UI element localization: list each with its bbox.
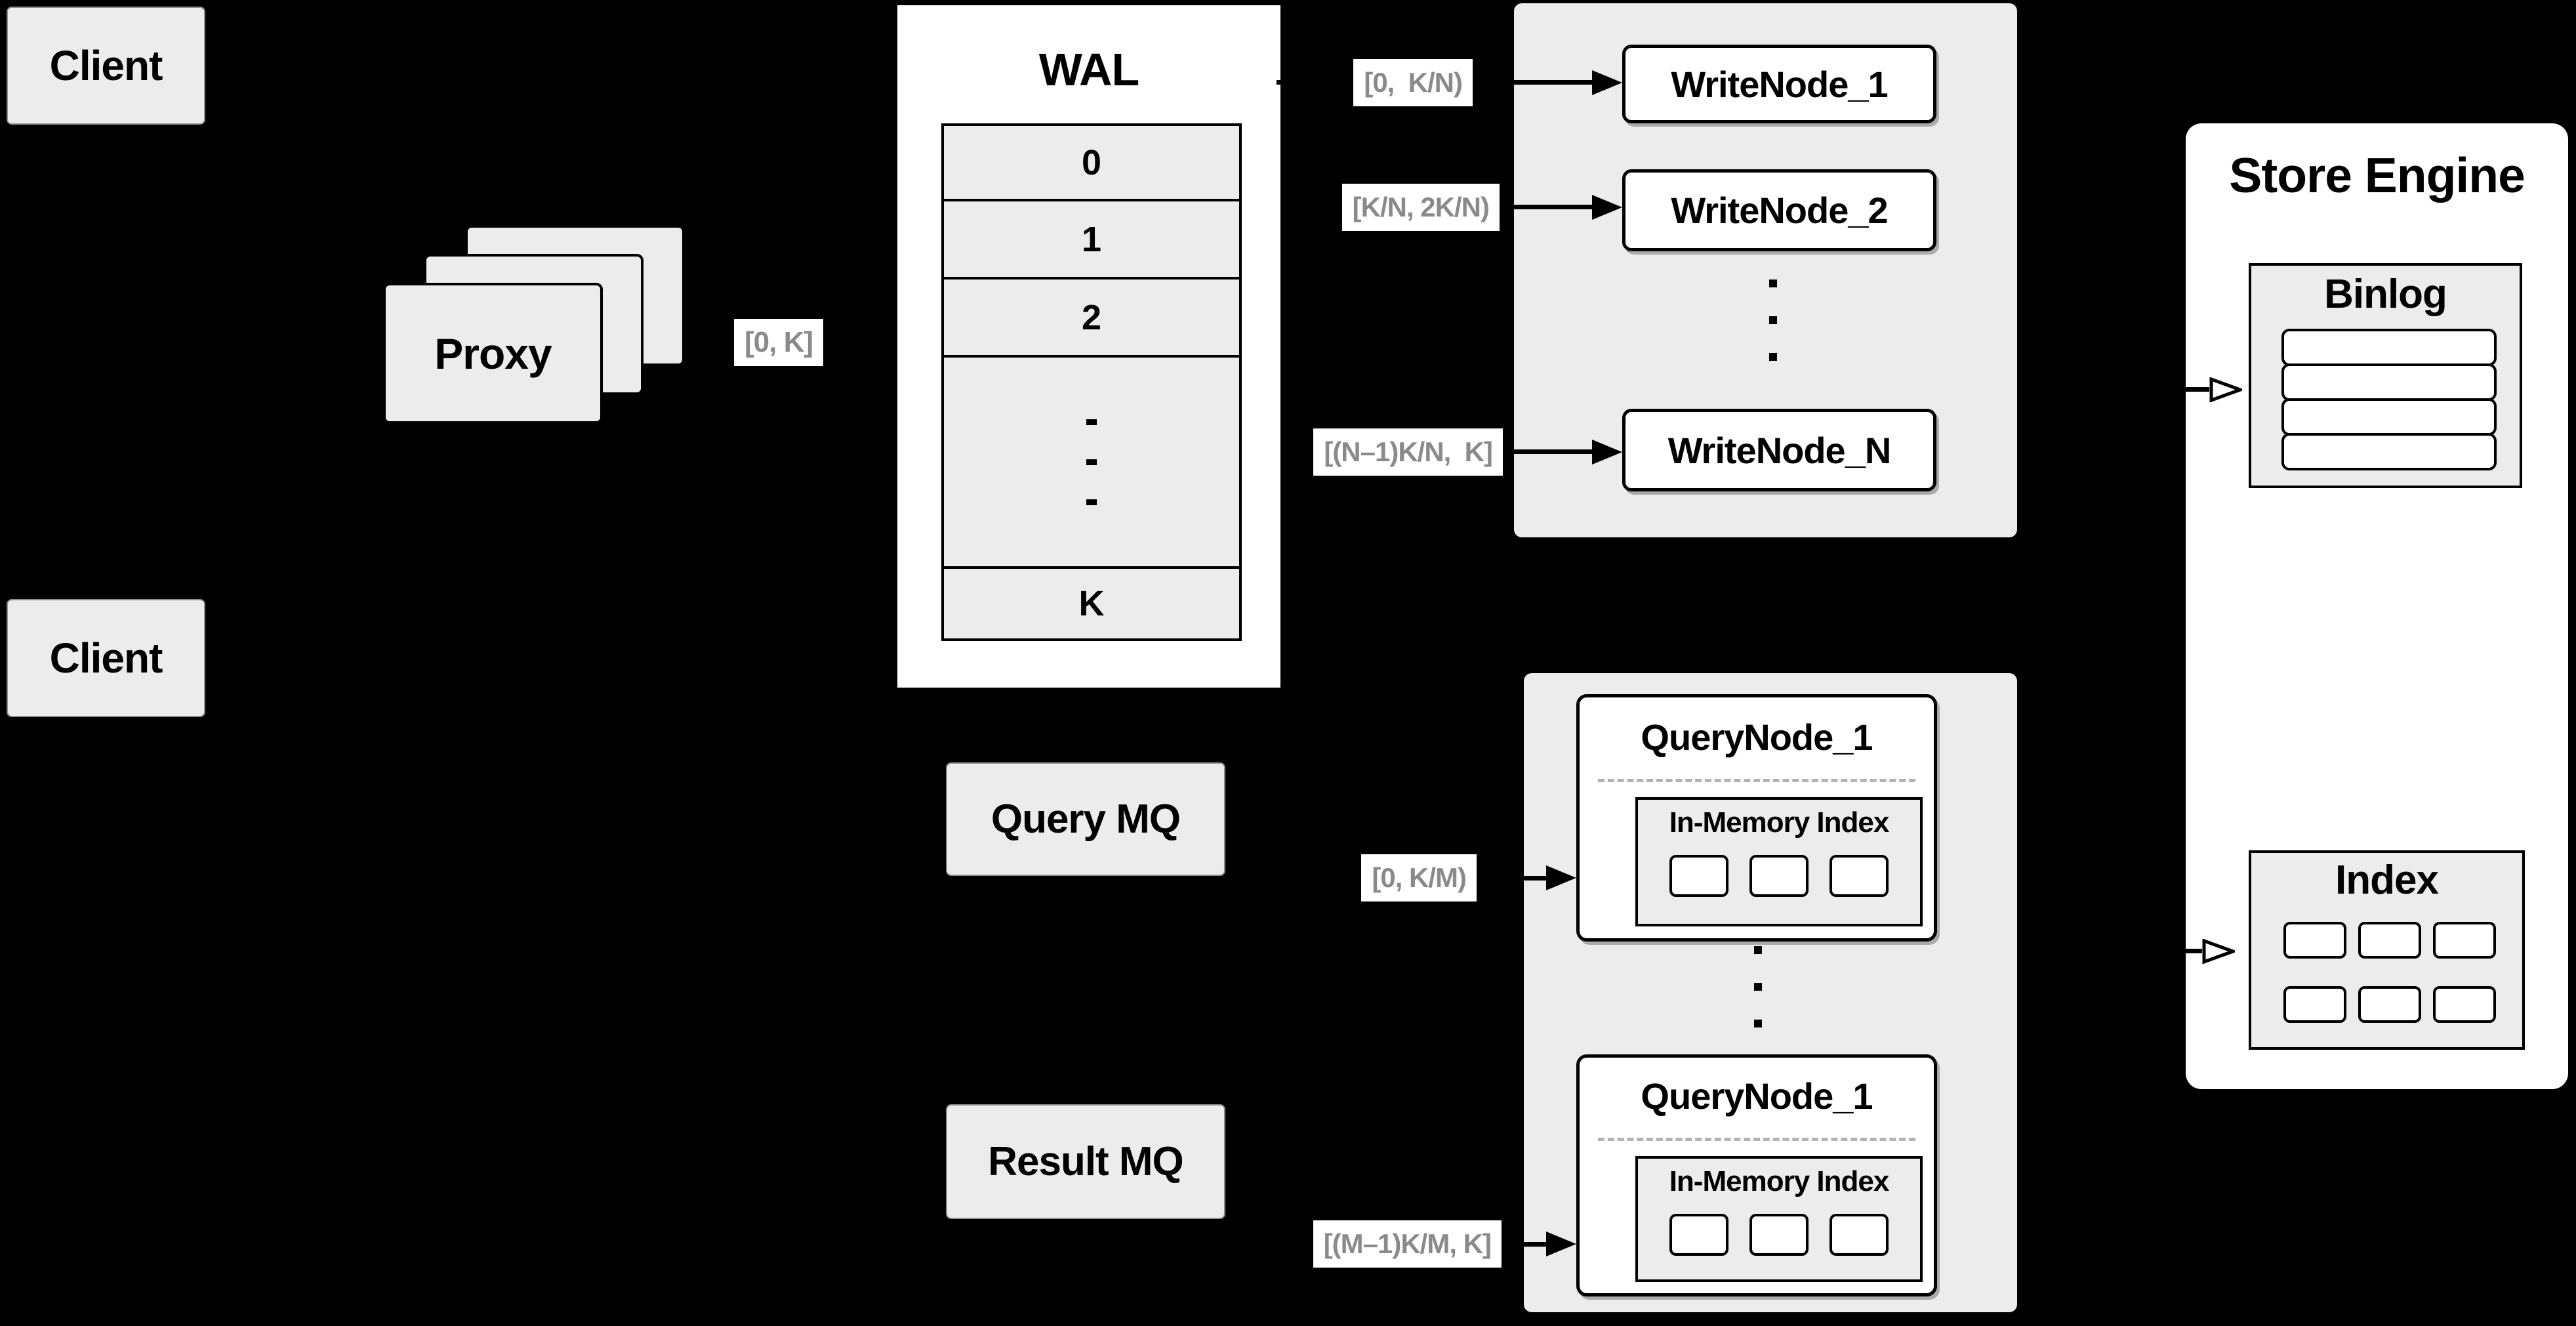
memory-segment-cell	[1830, 855, 1889, 897]
client-bottom-label: Client	[49, 634, 163, 682]
range-label-proxy-wal: [0, K]	[734, 319, 823, 366]
client-top-label: Client	[49, 42, 163, 89]
memory-segments	[1638, 1214, 1920, 1256]
index-cells	[2251, 922, 2522, 1023]
arrow-to-index	[2156, 949, 2202, 953]
in-memory-index-bottom: In-Memory Index	[1635, 1156, 1923, 1282]
range-label-write-1: [0, K/N)	[1353, 59, 1473, 106]
open-arrowhead-index	[2202, 939, 2235, 964]
arrow-to-query-node-bottom	[1502, 1242, 1546, 1247]
memory-segment-cell	[1749, 855, 1809, 897]
proxy-label: Proxy	[434, 329, 552, 378]
arrow-to-query-node-top	[1477, 876, 1546, 881]
ellipsis-dot	[1754, 983, 1762, 991]
index-cell	[2358, 922, 2421, 959]
arrow-to-write-node-1	[1473, 80, 1592, 85]
binlog-row	[2281, 398, 2497, 436]
memory-segment-cell	[1830, 1214, 1889, 1256]
arrowhead-write-node-1	[1592, 70, 1622, 95]
client-node-bottom: Client	[7, 599, 205, 717]
arrow-to-binlog	[2156, 387, 2209, 392]
wal-row-k: K	[944, 566, 1239, 638]
ellipsis-dot	[1769, 353, 1777, 361]
wal-table: 0 1 2 K	[941, 123, 1242, 641]
memory-segment-cell	[1669, 855, 1728, 897]
wal-title: WAL	[1038, 44, 1140, 95]
ellipsis-dot	[1086, 419, 1097, 425]
arrowhead-write-node-2	[1592, 195, 1622, 220]
write-node-2: WriteNode_2	[1622, 169, 1936, 251]
open-arrowhead-binlog	[2209, 377, 2242, 402]
range-label-query-m: [(M–1)K/M, K]	[1313, 1220, 1502, 1268]
wal-arrow-stub	[1277, 80, 1282, 85]
ellipsis-dot	[1769, 316, 1777, 324]
arrow-to-write-node-n	[1503, 449, 1592, 454]
write-node-n-label: WriteNode_N	[1667, 429, 1892, 471]
proxy-node: Proxy	[383, 283, 603, 424]
wal-row-0: 0	[944, 126, 1239, 199]
client-node-top: Client	[7, 7, 205, 125]
dashed-divider	[1598, 1138, 1915, 1141]
index-cell	[2432, 922, 2496, 959]
memory-segments	[1638, 855, 1920, 897]
in-memory-index-bottom-label: In-Memory Index	[1669, 1165, 1890, 1197]
index-cell	[2283, 986, 2346, 1023]
range-label-query-1: [0, K/M)	[1361, 854, 1477, 901]
binlog-box: Binlog	[2249, 263, 2522, 488]
index-title: Index	[2335, 858, 2439, 903]
store-engine-title: Store Engine	[2229, 148, 2525, 203]
query-node-bottom: QueryNode_1 In-Memory Index	[1576, 1054, 1937, 1296]
range-label-write-n: [(N–1)K/N, K]	[1313, 428, 1503, 476]
arrowhead-query-node-bottom	[1546, 1232, 1576, 1256]
query-node-top: QueryNode_1 In-Memory Index	[1576, 694, 1937, 942]
index-box: Index	[2249, 850, 2525, 1050]
store-engine-panel: Store Engine Binlog Index	[2186, 123, 2568, 1089]
result-mq-label: Result MQ	[988, 1139, 1184, 1184]
vertical-ellipsis	[1086, 419, 1097, 505]
memory-segment-cell	[1669, 1214, 1728, 1256]
vertical-ellipsis	[1754, 946, 1762, 1027]
binlog-row	[2281, 363, 2497, 401]
ellipsis-dot	[1086, 499, 1097, 505]
write-node-1-label: WriteNode_1	[1671, 63, 1888, 105]
write-node-1: WriteNode_1	[1622, 45, 1936, 123]
query-node-bottom-title: QueryNode_1	[1641, 1075, 1873, 1117]
range-label-write-2: [K/N, 2K/N)	[1341, 184, 1500, 231]
write-node-n: WriteNode_N	[1622, 409, 1936, 491]
vertical-ellipsis	[1769, 280, 1777, 361]
in-memory-index-top-label: In-Memory Index	[1669, 806, 1890, 839]
index-cell	[2432, 986, 2496, 1023]
result-mq-node: Result MQ	[946, 1104, 1225, 1219]
binlog-title: Binlog	[2324, 272, 2447, 317]
query-mq-label: Query MQ	[991, 797, 1181, 842]
wal-panel: WAL 0 1 2 K	[897, 5, 1280, 688]
binlog-row	[2281, 329, 2497, 366]
arrow-to-write-node-2	[1500, 205, 1592, 209]
wal-row-ellipsis	[944, 355, 1239, 566]
ellipsis-dot	[1754, 946, 1762, 954]
dashed-divider	[1598, 779, 1915, 782]
binlog-rows	[2281, 329, 2497, 470]
ellipsis-dot	[1086, 459, 1097, 465]
binlog-row	[2281, 433, 2497, 470]
query-node-top-title: QueryNode_1	[1641, 716, 1873, 758]
wal-row-1: 1	[944, 199, 1239, 277]
wal-row-2: 2	[944, 277, 1239, 355]
arrowhead-write-node-n	[1592, 440, 1622, 465]
query-mq-node: Query MQ	[946, 762, 1225, 876]
index-cell	[2283, 922, 2346, 959]
memory-segment-cell	[1749, 1214, 1809, 1256]
write-node-2-label: WriteNode_2	[1671, 190, 1888, 231]
in-memory-index-top: In-Memory Index	[1635, 797, 1923, 926]
ellipsis-dot	[1769, 280, 1777, 287]
index-cell	[2358, 986, 2421, 1023]
ellipsis-dot	[1754, 1020, 1762, 1027]
arrowhead-query-node-top	[1546, 865, 1576, 890]
